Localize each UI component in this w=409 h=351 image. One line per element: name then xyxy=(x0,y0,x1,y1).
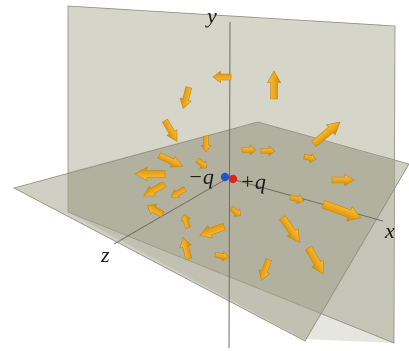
field-arrow xyxy=(229,205,241,217)
field-arrow xyxy=(143,180,167,197)
field-arrow xyxy=(161,118,178,142)
field-arrow xyxy=(179,236,193,260)
positive-charge xyxy=(228,174,238,184)
field-arrow xyxy=(170,186,187,199)
field-arrow xyxy=(199,222,226,239)
x-axis-label: x xyxy=(384,218,395,243)
field-arrow xyxy=(134,166,166,182)
negative-charge-label: −q xyxy=(188,164,214,189)
field-arrow xyxy=(212,70,232,84)
field-arrow xyxy=(200,135,212,153)
field-arrow xyxy=(311,121,341,148)
field-arrow xyxy=(258,258,272,281)
field-arrow xyxy=(279,215,300,243)
field-arrow xyxy=(146,203,165,218)
y-axis-label: y xyxy=(205,3,217,28)
negative-charge xyxy=(220,172,230,182)
z-axis-line xyxy=(113,177,229,245)
z-axis-label: z xyxy=(100,242,110,267)
field-arrow xyxy=(195,157,207,169)
field-arrow xyxy=(321,200,362,222)
field-arrow xyxy=(331,173,355,187)
field-arrow xyxy=(214,250,230,262)
field-arrow xyxy=(303,152,317,164)
field-arrow xyxy=(157,152,184,168)
field-arrow xyxy=(260,145,276,157)
field-arrow xyxy=(179,86,193,110)
field-arrow xyxy=(289,194,305,205)
field-arrow xyxy=(180,213,191,229)
field-arrow xyxy=(305,245,324,275)
field-arrow xyxy=(266,70,282,100)
field-arrow xyxy=(241,144,257,156)
positive-charge-label: +q xyxy=(240,169,266,194)
field-arrows xyxy=(134,70,362,281)
